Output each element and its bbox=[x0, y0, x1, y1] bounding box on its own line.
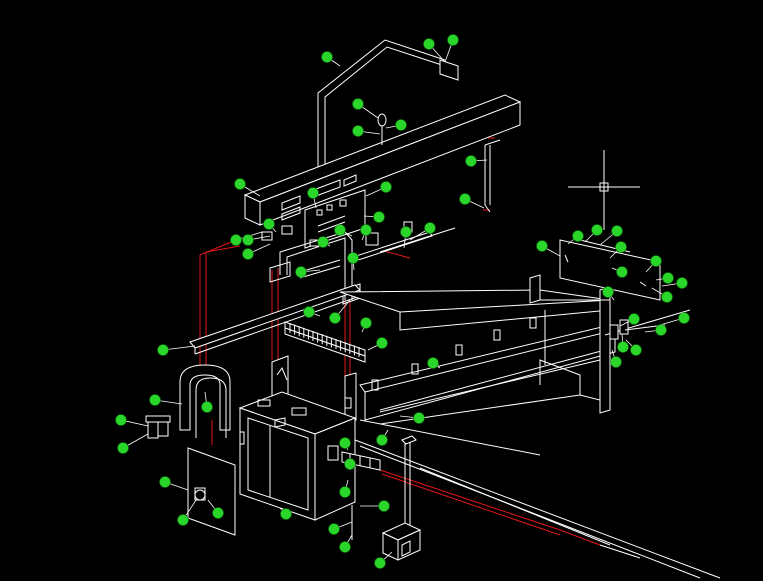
part-balloon bbox=[423, 38, 435, 50]
part-balloon bbox=[628, 313, 640, 325]
part-balloon bbox=[295, 266, 307, 278]
ground-rail-lines bbox=[354, 439, 721, 579]
part-balloon bbox=[676, 277, 688, 289]
part-balloon bbox=[307, 187, 319, 199]
part-balloon bbox=[380, 181, 392, 193]
part-balloon bbox=[617, 341, 629, 353]
leveling-bolt bbox=[351, 435, 417, 540]
part-balloon bbox=[591, 224, 603, 236]
part-balloon bbox=[610, 356, 622, 368]
horseshoe-guard bbox=[179, 364, 231, 438]
part-balloon bbox=[230, 234, 242, 246]
part-balloon bbox=[413, 412, 425, 424]
part-balloon bbox=[115, 414, 127, 426]
part-balloon bbox=[352, 98, 364, 110]
part-balloon bbox=[376, 434, 388, 446]
top-hanger-bracket bbox=[317, 39, 459, 170]
grille-plate bbox=[284, 321, 366, 363]
part-balloon bbox=[650, 255, 662, 267]
part-balloon bbox=[159, 476, 171, 488]
part-balloon bbox=[427, 357, 439, 369]
part-balloon bbox=[572, 230, 584, 242]
part-balloons bbox=[115, 34, 690, 569]
part-balloon bbox=[347, 252, 359, 264]
part-balloon bbox=[459, 193, 471, 205]
part-balloon bbox=[678, 312, 690, 324]
part-balloon bbox=[303, 306, 315, 318]
part-balloon bbox=[339, 541, 351, 553]
main-beam bbox=[243, 94, 522, 226]
part-balloon bbox=[630, 344, 642, 356]
part-balloon bbox=[157, 344, 169, 356]
part-balloon bbox=[616, 266, 628, 278]
part-balloon bbox=[328, 523, 340, 535]
part-balloon bbox=[334, 224, 346, 236]
part-balloon bbox=[447, 34, 459, 46]
part-balloon bbox=[344, 458, 356, 470]
crosshair-cursor-icon bbox=[568, 150, 640, 230]
part-balloon bbox=[376, 337, 388, 349]
part-balloon bbox=[242, 234, 254, 246]
part-balloon bbox=[280, 508, 292, 520]
part-balloon bbox=[201, 401, 213, 413]
part-balloon bbox=[536, 240, 548, 252]
hook-rod bbox=[484, 139, 501, 213]
part-balloon bbox=[661, 291, 673, 303]
part-balloon bbox=[360, 317, 372, 329]
part-balloon bbox=[339, 486, 351, 498]
part-balloon bbox=[395, 119, 407, 131]
part-balloon bbox=[234, 178, 246, 190]
part-balloon bbox=[321, 51, 333, 63]
main-frame bbox=[339, 274, 616, 456]
right-bolt-assembly bbox=[604, 309, 691, 340]
foot-block bbox=[381, 522, 422, 561]
part-balloon bbox=[602, 286, 614, 298]
electrical-cabinet bbox=[238, 391, 357, 521]
part-balloon bbox=[263, 218, 275, 230]
part-balloon bbox=[149, 394, 161, 406]
part-balloon bbox=[352, 125, 364, 137]
part-balloon bbox=[329, 312, 341, 324]
part-balloon bbox=[374, 557, 386, 569]
part-balloon bbox=[212, 507, 224, 519]
front-door-panel bbox=[187, 447, 236, 536]
filter-cups bbox=[145, 415, 171, 439]
eye-bolt bbox=[377, 113, 387, 145]
part-balloon bbox=[317, 236, 329, 248]
right-end-plate bbox=[559, 239, 661, 301]
part-balloon bbox=[242, 248, 254, 260]
part-balloon bbox=[662, 272, 674, 284]
part-balloon bbox=[378, 500, 390, 512]
part-balloon bbox=[117, 442, 129, 454]
part-balloon bbox=[373, 211, 385, 223]
part-balloon bbox=[611, 225, 623, 237]
part-balloon bbox=[360, 224, 372, 236]
part-balloon bbox=[177, 514, 189, 526]
part-balloon bbox=[655, 324, 667, 336]
part-balloon bbox=[465, 155, 477, 167]
part-balloon bbox=[339, 437, 351, 449]
part-balloon bbox=[615, 241, 627, 253]
part-balloon bbox=[400, 226, 412, 238]
part-balloon bbox=[424, 222, 436, 234]
